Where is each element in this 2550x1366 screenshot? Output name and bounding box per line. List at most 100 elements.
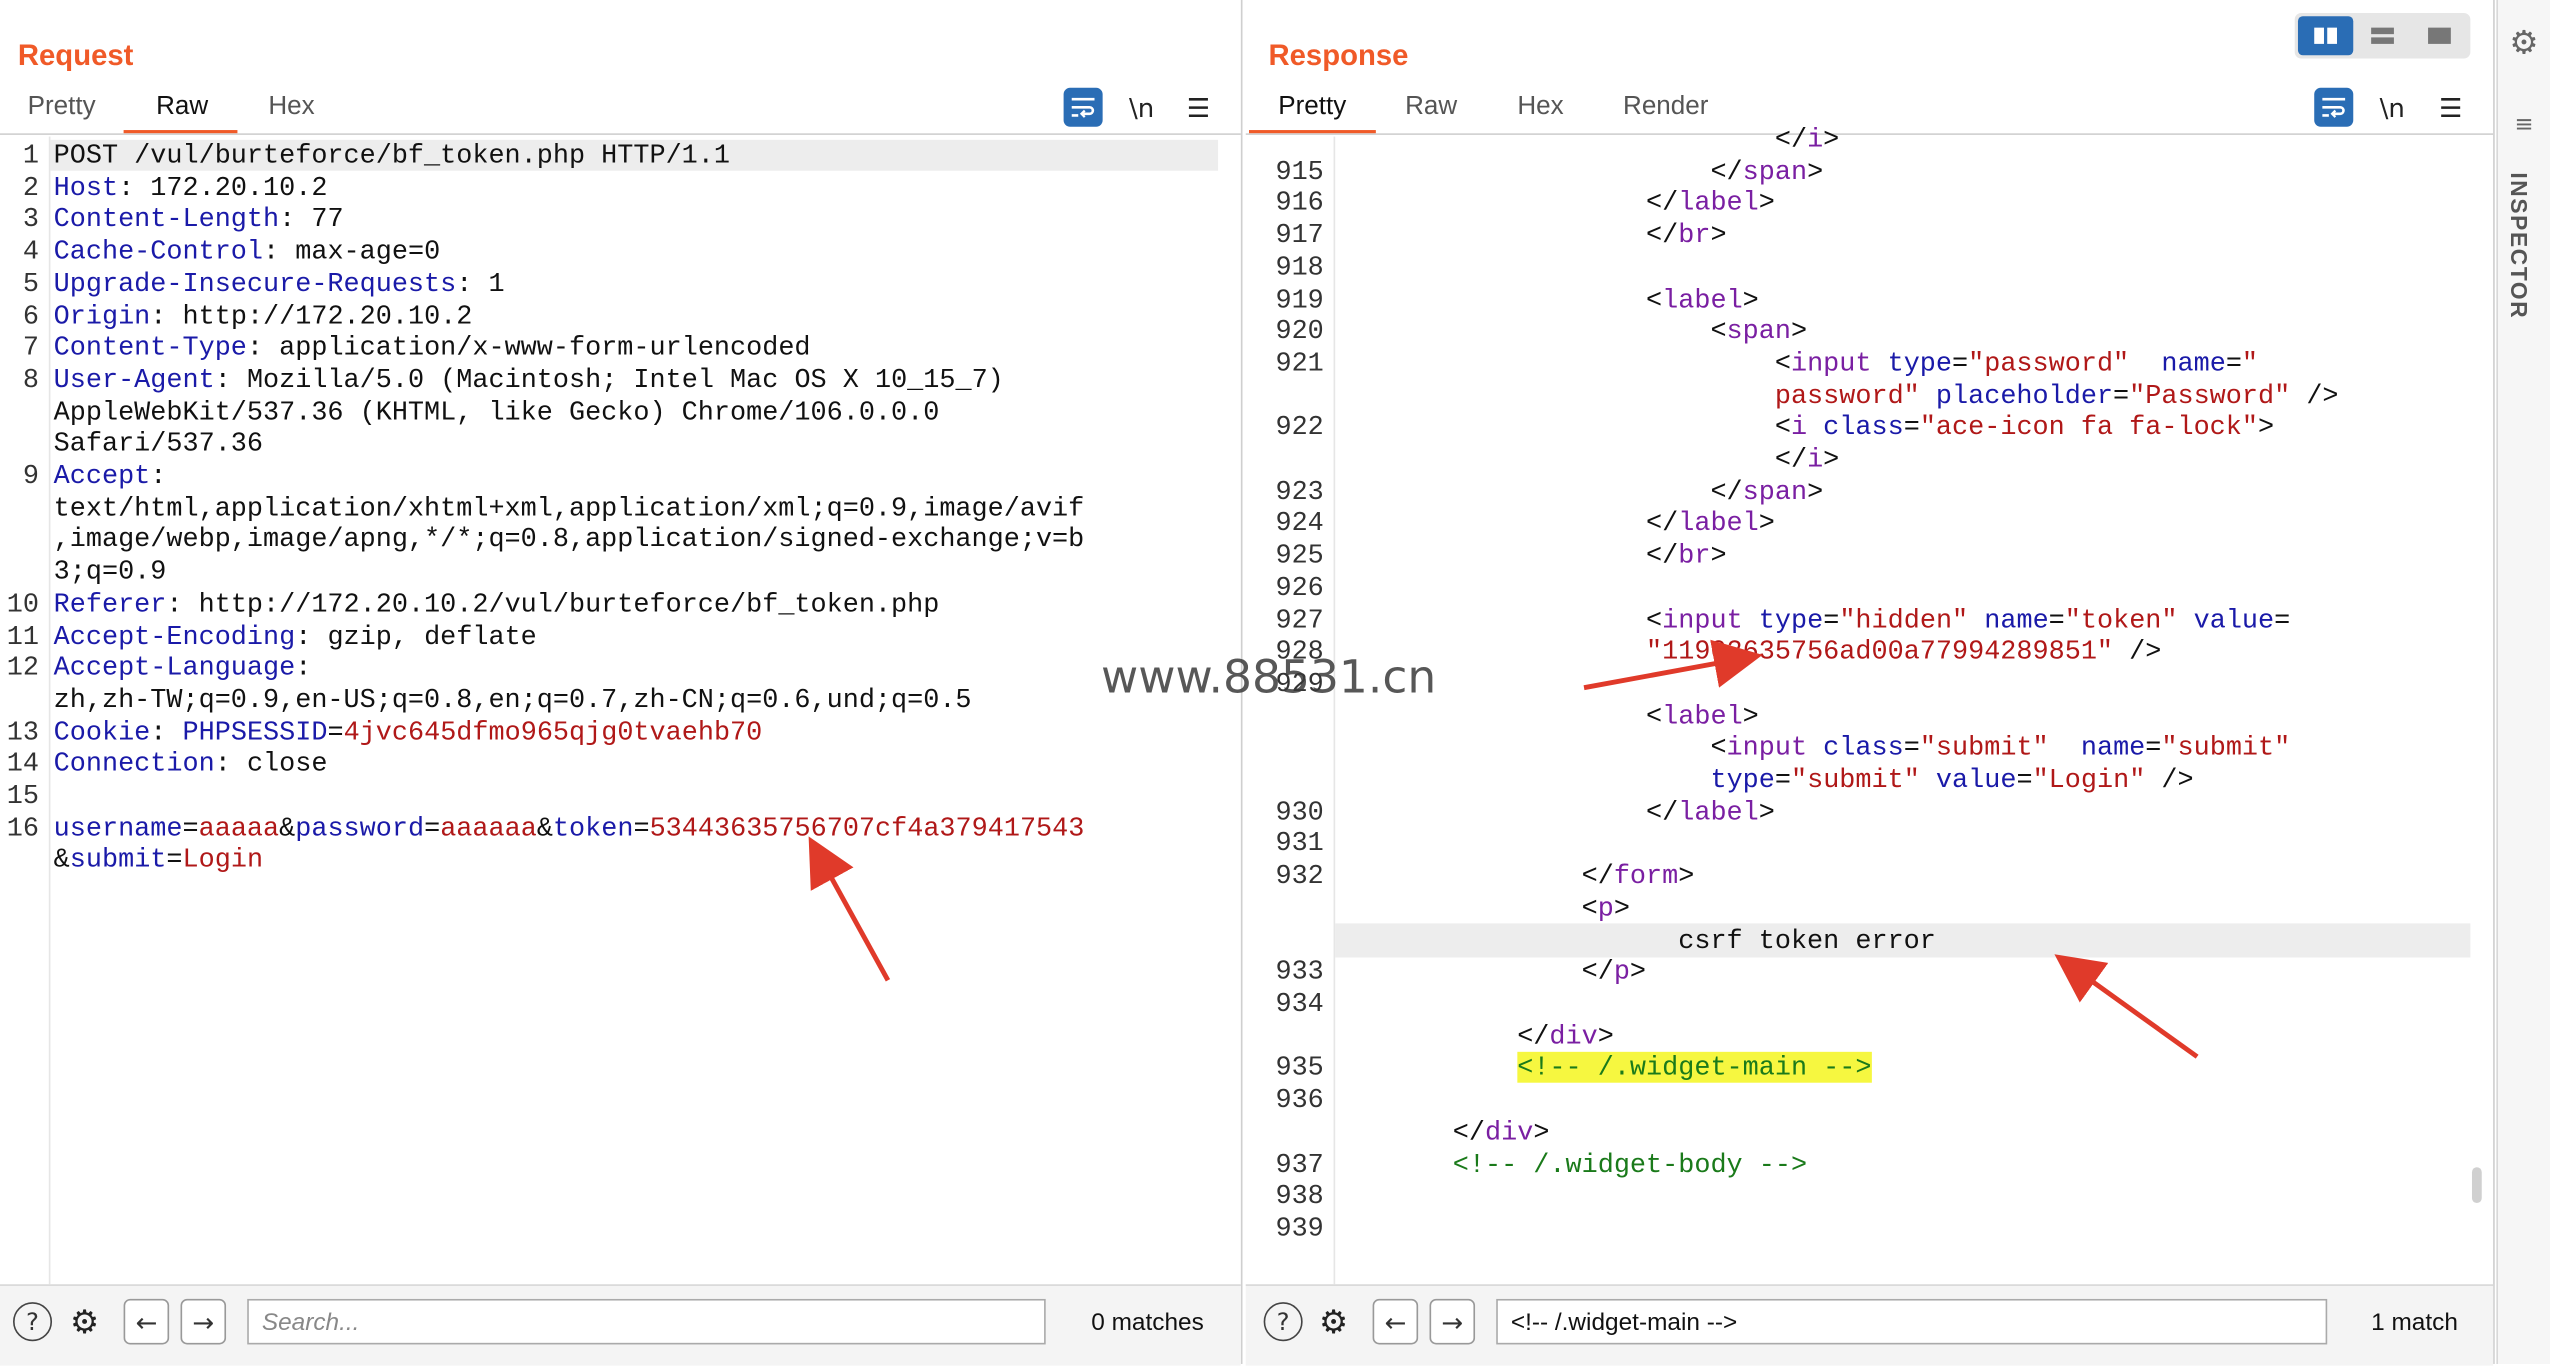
line-number: 10 — [6, 588, 40, 620]
line-number: 12 — [6, 652, 40, 684]
layout-stacked-icon[interactable] — [2355, 16, 2410, 55]
response-title: Response — [1268, 39, 1409, 72]
line-number: 927 — [1275, 604, 1324, 635]
request-editor[interactable]: POST /vul/burteforce/bf_token.php HTTP/1… — [54, 140, 1085, 877]
response-line: </br> — [1340, 219, 1727, 251]
line-number: 14 — [6, 748, 40, 780]
newline-toggle-button[interactable]: \n — [1129, 91, 1155, 123]
response-line: <span> — [1340, 315, 1808, 347]
search-next-button[interactable]: → — [1429, 1298, 1476, 1345]
current-line-highlight — [50, 139, 1219, 171]
help-icon[interactable]: ? — [1263, 1302, 1303, 1342]
request-body-line: &submit=Login — [53, 844, 264, 876]
request-line: Accept-Language:​ — [53, 652, 312, 684]
line-gutter — [1246, 136, 1336, 1285]
request-search-input[interactable] — [247, 1298, 1046, 1345]
line-number: 7 — [22, 331, 40, 363]
request-line: Content-Length: 77​ — [53, 203, 344, 235]
line-number: 917 — [1275, 219, 1324, 251]
line-number: 935 — [1275, 1052, 1324, 1084]
settings-gear-icon[interactable]: ⚙ — [69, 1302, 100, 1342]
response-line: <p> — [1340, 892, 1630, 924]
response-line: </div> — [1340, 1020, 1614, 1052]
line-number: 928 — [1275, 636, 1324, 667]
response-line: <input class="submit" name="submit" — [1340, 732, 2291, 764]
line-number: 920 — [1275, 315, 1324, 347]
response-line: <!-- /.widget-body --> — [1452, 1148, 1808, 1180]
newline-toggle-button[interactable]: \n — [2379, 91, 2405, 123]
inspector-tab-label[interactable]: INSPECTOR — [2506, 172, 2533, 320]
line-number: 6 — [22, 299, 40, 331]
wrap-lines-icon[interactable] — [1063, 87, 1103, 127]
line-number: 931 — [1275, 828, 1324, 860]
response-editor[interactable]: </i> </span> </label> </br>​ <label> <sp… — [1340, 123, 2339, 1245]
tab-pretty[interactable]: Pretty — [1278, 92, 1347, 121]
request-line: Origin: http://172.20.10.2​ — [53, 299, 473, 331]
line-number: 924 — [1275, 507, 1324, 539]
request-line: Content-Type: application/x-www-form-url… — [53, 331, 811, 363]
tab-raw[interactable]: Raw — [156, 92, 209, 121]
line-number: 922 — [1275, 411, 1324, 443]
layout-tabs-icon[interactable] — [2412, 16, 2467, 55]
search-previous-button[interactable]: ← — [123, 1298, 170, 1345]
request-line: Host: 172.20.10.2​ — [53, 171, 328, 203]
request-line: text/html,application/xhtml+xml,applicat… — [53, 492, 1085, 524]
line-number: 918 — [1275, 251, 1324, 283]
response-line: </div> — [1340, 1116, 1550, 1148]
request-line: Upgrade-Insecure-Requests: 1​ — [53, 267, 505, 299]
response-line: <label> — [1340, 700, 1759, 732]
response-line: <input type="hidden" name="token" value= — [1340, 604, 2291, 635]
wrap-lines-icon[interactable] — [2314, 87, 2354, 127]
response-search-input[interactable] — [1496, 1298, 2328, 1345]
tab-hex[interactable]: Hex — [1517, 92, 1564, 121]
menu-icon[interactable]: ☰ — [2439, 91, 2463, 123]
response-line: <label> — [1340, 283, 1759, 315]
tab-raw[interactable]: Raw — [1405, 92, 1458, 121]
line-number: 5 — [22, 267, 40, 299]
layout-side-by-side-icon[interactable] — [2297, 16, 2354, 56]
request-line: User-Agent: Mozilla/5.0 (Macintosh; Inte… — [53, 364, 1004, 395]
help-icon[interactable]: ? — [13, 1302, 53, 1342]
line-number: 930 — [1275, 796, 1324, 828]
request-match-count: 0 matches — [1091, 1308, 1204, 1337]
inspector-list-icon[interactable]: ≡ — [2514, 112, 2534, 139]
tab-render[interactable]: Render — [1623, 92, 1709, 121]
line-number: 916 — [1275, 187, 1324, 219]
request-line: Safari/537.36​ — [53, 428, 264, 459]
menu-icon[interactable]: ☰ — [1186, 91, 1211, 123]
inspector-settings-gear-icon[interactable]: ⚙ — [2509, 22, 2539, 62]
line-number: 921 — [1275, 347, 1324, 379]
request-body-line: username=aaaaa&password=aaaaaa&token=534… — [53, 812, 1085, 844]
response-match-count: 1 match — [2371, 1308, 2458, 1337]
response-line: </span> — [1340, 475, 1824, 507]
request-line: 3;q=0.9​ — [53, 556, 167, 588]
line-number: 929 — [1275, 668, 1324, 699]
response-scrollbar-thumb[interactable] — [2471, 1167, 2482, 1204]
tab-hex[interactable]: Hex — [268, 92, 315, 121]
active-tab-indicator — [123, 130, 238, 134]
request-line: POST /vul/burteforce/bf_token.php HTTP/1… — [53, 139, 731, 171]
response-line: password" placeholder="Password" /> — [1774, 379, 2339, 411]
line-number: 925 — [1275, 539, 1324, 571]
current-line-highlight — [1335, 923, 2471, 958]
line-number: 923 — [1275, 475, 1324, 507]
settings-gear-icon[interactable]: ⚙ — [1318, 1302, 1349, 1342]
request-line: Accept-Encoding: gzip, deflate​ — [53, 620, 537, 652]
request-line: Referer: http://172.20.10.2/vul/burtefor… — [53, 588, 940, 620]
request-line: AppleWebKit/537.36 (KHTML, like Gecko) C… — [53, 396, 940, 427]
tab-pretty[interactable]: Pretty — [27, 92, 96, 121]
inspector-sidebar — [2496, 0, 2550, 1364]
search-previous-button[interactable]: ← — [1372, 1298, 1419, 1345]
response-line: csrf token error — [1340, 924, 1936, 956]
line-number: 936 — [1275, 1084, 1324, 1116]
line-number: 938 — [1275, 1180, 1324, 1212]
response-line: <!-- /.widget-main --> — [1517, 1052, 1872, 1084]
line-number: 3 — [22, 203, 40, 235]
response-line: </i> — [1340, 123, 1840, 155]
line-number: 15 — [6, 780, 40, 812]
search-next-button[interactable]: → — [180, 1298, 227, 1345]
line-number: 11 — [6, 620, 40, 652]
